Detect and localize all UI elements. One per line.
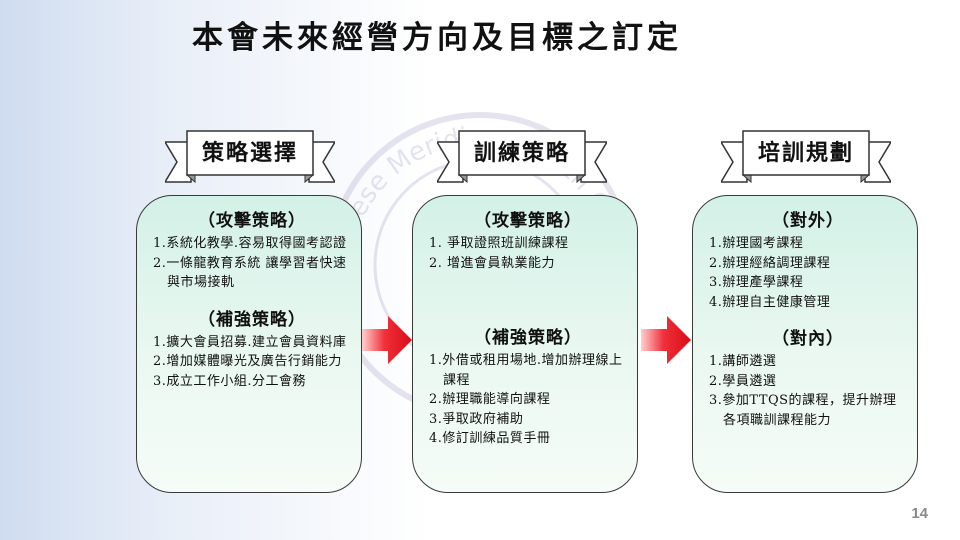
list-item: 2.增加媒體曝光及廣告行銷能力: [153, 354, 342, 369]
banner-label: 培訓規劃: [757, 140, 854, 166]
ribbon-banner-icon: [437, 130, 607, 184]
list-item: 2.一條龍教育系統 讓學習者快速與市場接軌: [153, 255, 347, 291]
section-title: （補強策略）: [198, 309, 306, 330]
banner-strategy-selection: 策略選擇: [165, 126, 335, 188]
list-item: 3.辦理產學課程: [709, 275, 804, 290]
list-item: 3.參加TTQS的課程，提升辦理各項職訓課程能力: [709, 393, 897, 428]
list-item: 2.辦理職能導向課程: [429, 392, 551, 407]
list-item: 3.成立工作小組.分工會務: [153, 373, 307, 389]
list-item: 1.外借或租用場地.增加辦理線上課程: [429, 353, 623, 388]
section-title: （補強策略）: [474, 328, 582, 348]
banner-label: 訓練策略: [473, 140, 570, 166]
section-title: （攻擊策略）: [474, 211, 582, 231]
list-item: 1.系統化教學.容易取得國考認證: [153, 236, 347, 251]
list-item: 1.講師遴選: [709, 354, 777, 369]
ribbon-banner-icon: [721, 130, 891, 184]
training-plan-box: （對外） 1.辦理國考課程 2.辦理經絡調理課程 3.辦理產學課程 4.辦理自主…: [692, 195, 918, 493]
section-title: （對內）: [772, 329, 844, 349]
banner-training-strategy: 訓練策略: [437, 126, 607, 188]
training-strategy-box: （攻擊策略） 1. 爭取證照班訓練課程 2. 增進會員執業能力 （補強策略） 1…: [412, 195, 638, 493]
banner-training-plan: 培訓規劃: [721, 126, 891, 188]
list-item: 1. 爭取證照班訓練課程: [429, 236, 569, 251]
banner-label: 策略選擇: [201, 140, 298, 166]
list-item: 4.修訂訓練品質手冊: [429, 431, 551, 446]
list-item: 2.學員遴選: [709, 373, 777, 389]
strategy-selection-box: （攻擊策略） 1.系統化教學.容易取得國考認證 2.一條龍教育系統 讓學習者快速…: [136, 195, 362, 493]
ribbon-banner-icon: [165, 130, 335, 184]
right-arrow-icon: [362, 316, 412, 364]
list-item: 1.辦理國考課程: [709, 236, 804, 251]
right-arrow-icon: [641, 316, 691, 364]
list-item: 2.辦理經絡調理課程: [709, 255, 831, 271]
list-item: 1.擴大會員招募.建立會員資料庫: [153, 334, 347, 350]
section-title: （攻擊策略）: [198, 211, 306, 231]
list-item: 2. 增進會員執業能力: [429, 255, 556, 271]
section-title: （對外）: [772, 211, 844, 231]
list-item: 3.爭取政府補助: [429, 411, 524, 427]
page-number: 14: [911, 505, 928, 522]
list-item: 4.辦理自主健康管理: [709, 294, 831, 310]
page-title: 本會未來經營方向及目標之訂定: [192, 20, 682, 56]
